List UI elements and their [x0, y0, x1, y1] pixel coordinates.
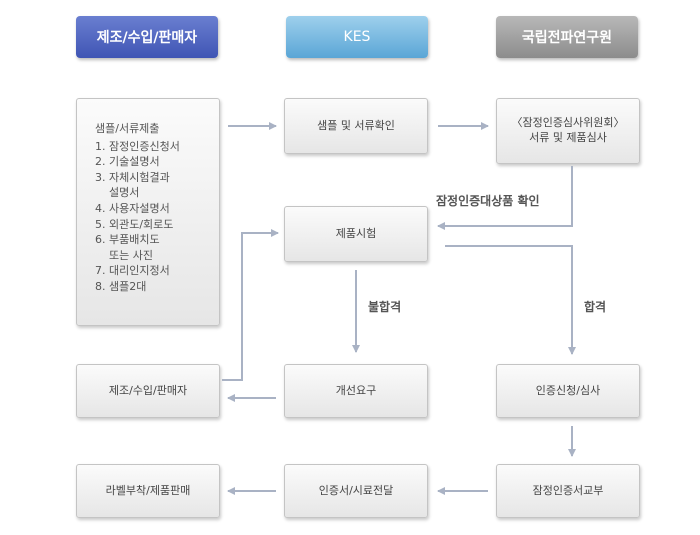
submission-item: 2. 기술설명서 [95, 155, 160, 169]
arrow-test-to-cert-request [445, 245, 576, 355]
committee-title: 〈잠정인증심사위원회〉 [511, 116, 625, 130]
manufacturer-label: 제조/수입/판매자 [108, 383, 188, 397]
sample-check-box: 샘플 및 서류확인 [284, 98, 428, 154]
cert-issue-label: 잠정인증서교부 [532, 483, 604, 497]
submission-item: 6. 부품배치도 [95, 233, 160, 247]
label-attach-box: 라벨부착/제품판매 [76, 464, 220, 518]
cert-request-label: 인증신청/심사 [535, 383, 601, 397]
arrow-committee-to-test [437, 166, 573, 230]
submission-item: 또는 사진 [95, 248, 153, 262]
submission-item: 1. 잠정인증신청서 [95, 139, 180, 153]
arrow-manufacturer-to-test [222, 229, 279, 381]
submission-item: 설명서 [95, 186, 140, 200]
header-kes: KES [286, 16, 428, 58]
cert-request-box: 인증신청/심사 [496, 364, 640, 418]
cert-issue-box: 잠정인증서교부 [496, 464, 640, 518]
submission-title: 샘플/서류제출 [95, 122, 160, 135]
label-attach-label: 라벨부착/제품판매 [105, 483, 191, 497]
cert-delivery-box: 인증서/시료전달 [284, 464, 428, 518]
confirm-label: 잠정인증대상품 확인 [436, 194, 540, 208]
cert-delivery-label: 인증서/시료전달 [318, 483, 394, 497]
sample-check-label: 샘플 및 서류확인 [317, 118, 395, 132]
improvement-box: 개선요구 [284, 364, 428, 418]
committee-subtitle: 서류 및 제품심사 [529, 131, 607, 144]
submission-item: 3. 자체시험결과 [95, 170, 170, 184]
header-rra: 국립전파연구원 [496, 16, 638, 58]
submission-item: 4. 사용자설명서 [95, 202, 170, 216]
pass-label: 합격 [584, 300, 607, 314]
improvement-label: 개선요구 [335, 383, 377, 397]
submission-item: 5. 외관도/회로도 [95, 217, 174, 231]
product-test-label: 제품시험 [335, 226, 377, 240]
fail-label: 불합격 [368, 300, 402, 314]
manufacturer-box: 제조/수입/판매자 [76, 364, 220, 418]
committee-review-box: 〈잠정인증심사위원회〉 서류 및 제품심사 [496, 98, 640, 164]
submission-item: 8. 샘플2대 [95, 280, 147, 294]
header-manufacturer: 제조/수입/판매자 [76, 16, 218, 58]
product-test-box: 제품시험 [284, 206, 428, 262]
submission-item: 7. 대리인지정서 [95, 264, 170, 278]
